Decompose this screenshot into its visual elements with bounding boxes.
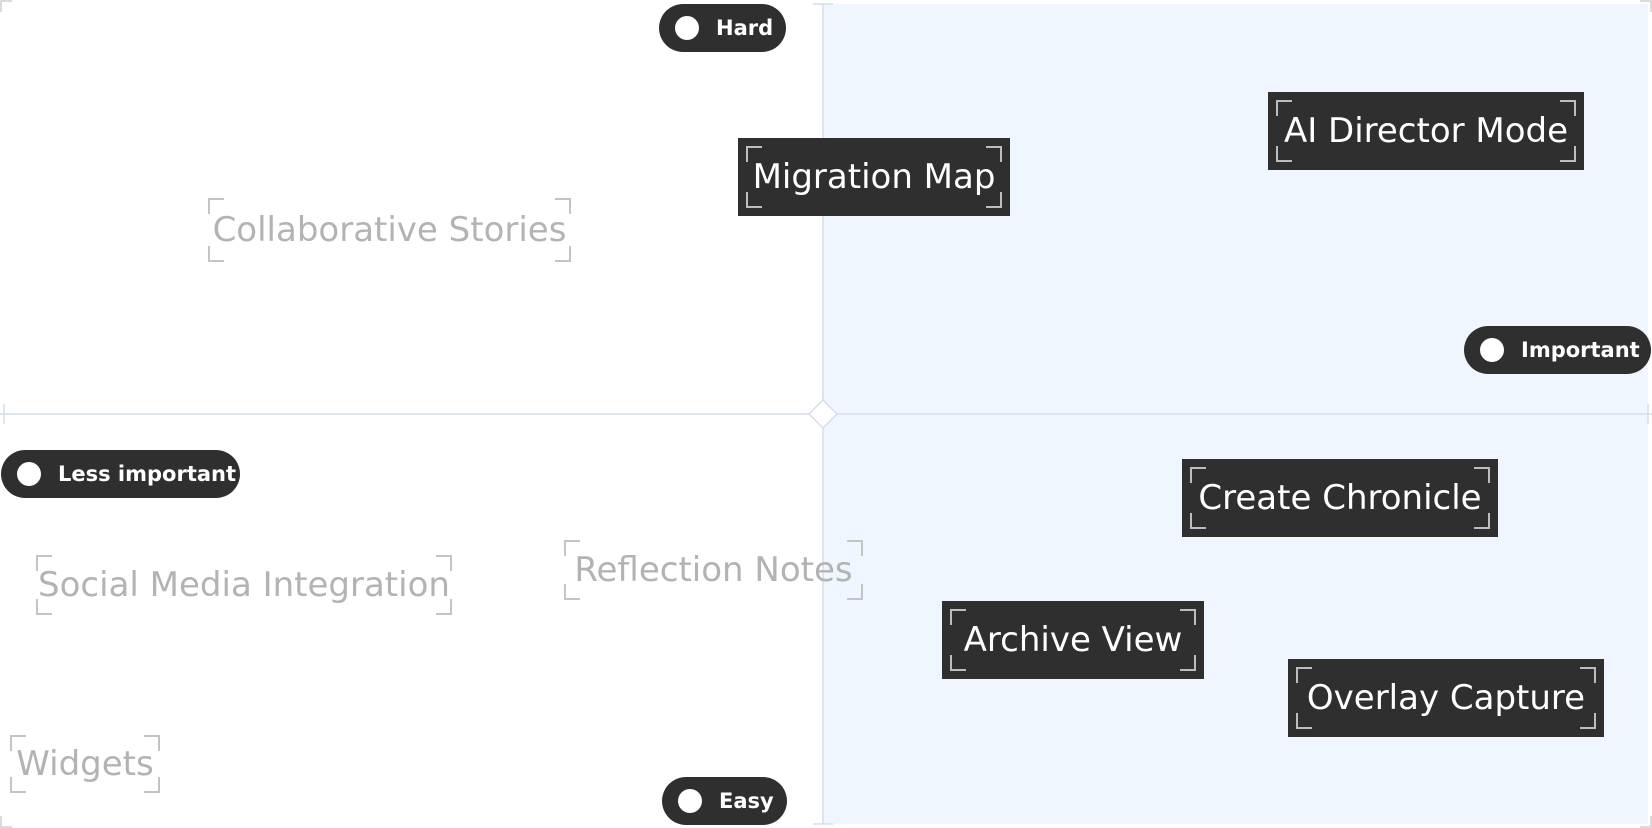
- circle-icon: [1480, 338, 1504, 362]
- axis-label-text: Hard: [716, 16, 774, 40]
- feature-card-ai-director-mode[interactable]: AI Director Mode: [1268, 92, 1584, 170]
- feature-card-create-chronicle[interactable]: Create Chronicle: [1182, 459, 1498, 537]
- feature-card-label: AI Director Mode: [1283, 111, 1569, 151]
- axis-label-text: Easy: [719, 789, 774, 813]
- feature-card-label: Archive View: [963, 620, 1183, 660]
- circle-icon: [675, 16, 699, 40]
- axis-label-easy: Easy: [662, 777, 787, 825]
- axis-label-text: Important: [1521, 338, 1640, 362]
- feature-card-label: Widgets: [16, 744, 154, 784]
- feature-card-migration-map[interactable]: Migration Map: [738, 138, 1010, 216]
- feature-card-widgets[interactable]: Widgets: [8, 733, 162, 795]
- feature-card-overlay-capture[interactable]: Overlay Capture: [1288, 659, 1604, 737]
- feature-card-reflection-notes[interactable]: Reflection Notes: [562, 538, 865, 602]
- feature-card-label: Collaborative Stories: [212, 210, 567, 250]
- feature-card-collaborative-stories[interactable]: Collaborative Stories: [206, 196, 573, 264]
- axis-label-text: Less important: [58, 462, 237, 486]
- feature-card-label: Migration Map: [752, 157, 996, 197]
- feature-card-label: Social Media Integration: [38, 565, 450, 605]
- feature-card-label: Reflection Notes: [574, 550, 853, 590]
- circle-icon: [17, 462, 41, 486]
- feature-card-label: Create Chronicle: [1198, 478, 1482, 518]
- feature-card-label: Overlay Capture: [1306, 678, 1586, 718]
- feature-card-archive-view[interactable]: Archive View: [942, 601, 1204, 679]
- feature-card-social-media-integration[interactable]: Social Media Integration: [34, 553, 454, 617]
- circle-icon: [678, 789, 702, 813]
- canvas-corner-bl: [0, 816, 12, 828]
- axis-label-less-important: Less important: [1, 450, 240, 498]
- axis-label-important: Important: [1464, 326, 1651, 374]
- axis-label-hard: Hard: [659, 4, 786, 52]
- canvas-corner-tr: [1640, 0, 1652, 12]
- canvas-corner-tl: [0, 0, 12, 12]
- canvas-corner-br: [1640, 816, 1652, 828]
- center-diamond: [807, 398, 839, 430]
